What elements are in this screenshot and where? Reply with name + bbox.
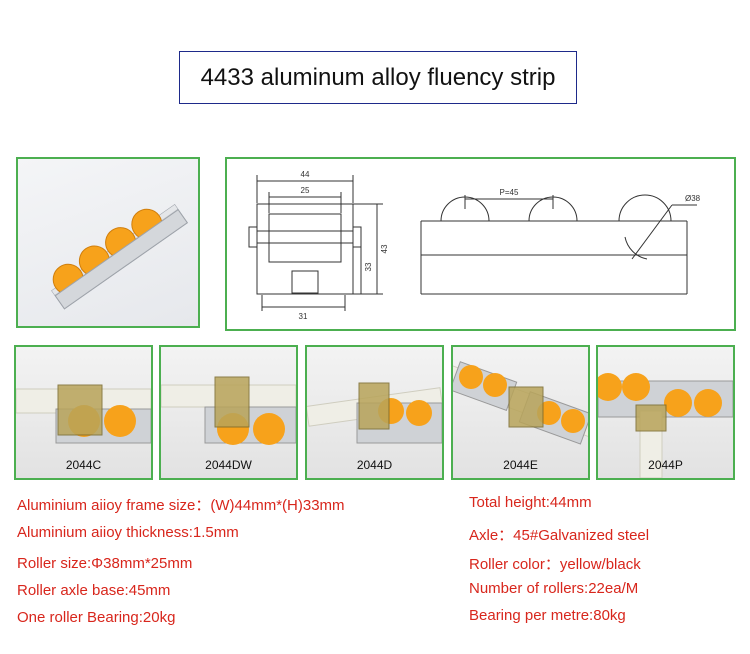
spec-roller-count: Number of rollers:22ea/M xyxy=(469,580,639,597)
thumbnail-2044p: 2044P xyxy=(596,345,735,480)
thumb-2044p-svg xyxy=(598,373,733,478)
dim-33-label: 33 xyxy=(364,262,373,271)
thumbnail-2044dw: 2044DW xyxy=(159,345,298,480)
dim-44-label: 44 xyxy=(301,170,310,179)
dim-pitch-label: P=45 xyxy=(500,188,519,197)
thumbnail-label: 2044DW xyxy=(205,458,252,472)
thumbnail-label: 2044P xyxy=(648,458,683,472)
spec-roller-size: Roller size:Φ38mm*25mm xyxy=(17,555,193,572)
product-illustration xyxy=(51,204,188,310)
dim-diameter-label: Ø38 xyxy=(685,194,701,203)
spec-bearing-per-metre: Bearing per metre:80kg xyxy=(469,607,626,624)
spec-axle: Axle：45#Galvanized steel xyxy=(469,527,650,544)
technical-drawing: 44 25 31 33 43 P=45 Ø38 xyxy=(225,157,736,331)
dim-25-label: 25 xyxy=(301,186,310,195)
page-title-text: 4433 aluminum alloy fluency strip xyxy=(200,63,556,91)
dim-43-label: 43 xyxy=(380,244,389,253)
page-title: 4433 aluminum alloy fluency strip xyxy=(179,51,577,104)
product-photo xyxy=(16,157,200,328)
thumbnail-2044e: 2044E xyxy=(451,345,590,480)
dim-31-label: 31 xyxy=(299,312,308,321)
thumbnail-2044d: 2044D xyxy=(305,345,444,480)
spec-thickness: Aluminium aiioy thickness:1.5mm xyxy=(17,524,239,541)
thumbnail-label: 2044C xyxy=(65,458,102,472)
spec-total-height: Total height:44mm xyxy=(469,494,592,511)
drawing-svg: 44 25 31 33 43 P=45 Ø38 xyxy=(248,170,701,321)
spec-frame-size: Aluminium aiioy frame size：(W)44mm*(H)33… xyxy=(17,497,345,514)
thumbnail-label: 2044D xyxy=(356,458,393,472)
thumb-2044dw-svg xyxy=(161,376,296,445)
thumbnail-2044c: 2044C xyxy=(14,345,153,480)
spec-axle-base: Roller axle base:45mm xyxy=(17,582,171,599)
thumb-2044d-svg xyxy=(307,382,442,444)
thumb-2044e-svg xyxy=(453,361,588,445)
spec-roller-bearing: One roller Bearing:20kg xyxy=(17,609,176,626)
thumbnail-label: 2044E xyxy=(503,458,538,472)
thumb-2044c-svg xyxy=(16,384,151,444)
spec-roller-color: Roller color：yellow/black xyxy=(469,556,641,573)
